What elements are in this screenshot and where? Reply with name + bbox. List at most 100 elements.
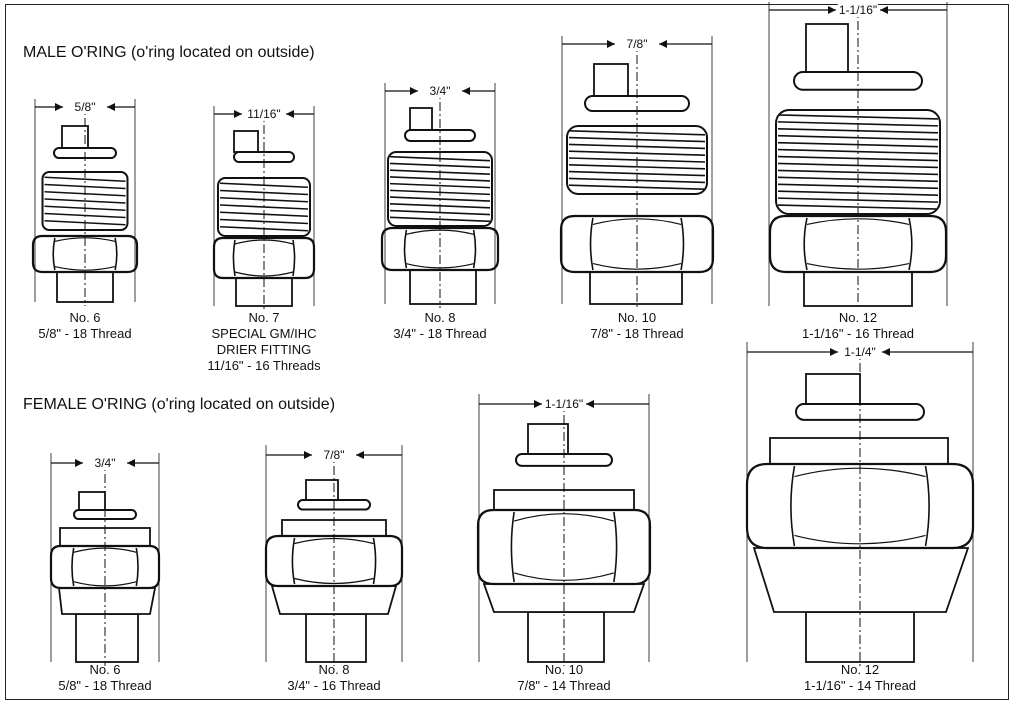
thread-line [777,197,939,203]
arrowhead-icon [534,400,542,408]
arrowhead-icon [462,87,470,95]
hex-flat-edge [52,237,56,271]
hex-flat-edge [613,511,618,583]
dimension-label: 1-1/16" [543,397,585,411]
thread-line [777,114,939,120]
thread-line [777,134,939,141]
fitting-number: No. 7 [248,310,280,325]
arrowhead-icon [882,348,890,356]
tube-end [527,423,569,455]
fitting-spec: 5/8" - 18 Thread [58,678,152,693]
fitting-number: No. 8 [424,310,456,325]
arrowhead-icon [828,6,836,14]
hex-face-curve [294,577,374,585]
tapered-base [752,547,970,613]
hex-face-curve [234,271,294,277]
hex-flat-edge [135,547,139,587]
hex-flat-edge [372,537,377,585]
fitting-stem [75,613,139,663]
hex-flat-edge [589,217,594,271]
arrowhead-icon [880,6,888,14]
dimension-label: 1-1/4" [843,345,877,359]
hex-flat-edge [908,217,913,271]
fitting-spec: 3/4" - 18 Thread [393,326,487,341]
hex-flat-edge [680,217,685,271]
arrowhead-icon [286,110,294,118]
fitting-spec: 1-1/16" - 14 Thread [803,678,917,693]
fitting-spec: 5/8" - 18 Thread [38,326,132,341]
fitting-number: No. 10 [617,310,657,325]
hex-flat-edge [114,237,118,271]
hex-face-curve [592,263,682,270]
tube-end [805,23,849,73]
arrowhead-icon [107,103,115,111]
dimension-label: 11/16" [246,107,282,121]
thread-line [568,164,706,170]
hex-flat-edge [71,547,75,587]
thread-line [219,218,309,225]
hex-flat-edge [291,537,296,585]
fitting-number: No. 12 [838,310,878,325]
dimension-label: 3/4" [93,456,117,470]
arrowhead-icon [356,451,364,459]
arrowhead-icon [234,110,242,118]
fitting-number: No. 12 [840,662,880,677]
arrowhead-icon [55,103,63,111]
hex-face-curve [806,218,910,225]
hex-face-curve [54,266,116,271]
hex-flat-edge [510,511,515,583]
diagram-frame [5,4,1009,700]
dimension-label: 5/8" [73,100,97,114]
thread-line [568,136,706,143]
fitting-spec: SPECIAL GM/IHC [211,326,317,341]
thread-line [777,148,939,155]
fitting-stem [409,269,477,305]
fitting-spec: 3/4" - 16 Thread [287,678,381,693]
hex-face-curve [806,263,910,270]
hex-flat-edge [232,239,236,277]
arrowhead-icon [659,40,667,48]
hex-face-curve [73,581,137,587]
thread-line [389,216,491,223]
thread-line [568,170,706,177]
fitting-spec: 1-1/16" - 16 Thread [801,326,915,341]
fitting-number: No. 6 [69,310,101,325]
arrowhead-icon [607,40,615,48]
arrowhead-icon [304,451,312,459]
thread-line [389,182,491,189]
fitting-spec: 7/8" - 14 Thread [517,678,611,693]
arrowhead-icon [830,348,838,356]
dimension-label: 7/8" [322,448,346,462]
arrowhead-icon [586,400,594,408]
tube-end [593,63,629,97]
hex-nut [264,534,404,588]
hex-face-curve [592,218,682,225]
fitting-number: No. 8 [318,662,350,677]
hex-flat-edge [403,229,408,269]
hex-face-curve [406,229,474,235]
hex-flat-edge [803,217,808,271]
arrowhead-icon [127,459,135,467]
hex-face-curve [794,534,926,545]
hex-flat-edge [292,239,296,277]
fitting-number: No. 6 [89,662,121,677]
arrowhead-icon [75,459,83,467]
female-section-title: FEMALE O'RING (o'ring located on outside… [23,396,336,413]
dimension-label: 3/4" [428,84,452,98]
tube-end [805,373,861,405]
thread-line [777,204,939,210]
arrowhead-icon [410,87,418,95]
hex-flat-edge [472,229,477,269]
fitting-number: No. 10 [544,662,584,677]
hex-flat-edge [924,465,930,547]
thread-line [44,198,126,204]
thread-line [219,182,309,189]
thread-line [219,189,309,196]
male-section-title: MALE O'RING (o'ring located on outside) [23,44,315,61]
